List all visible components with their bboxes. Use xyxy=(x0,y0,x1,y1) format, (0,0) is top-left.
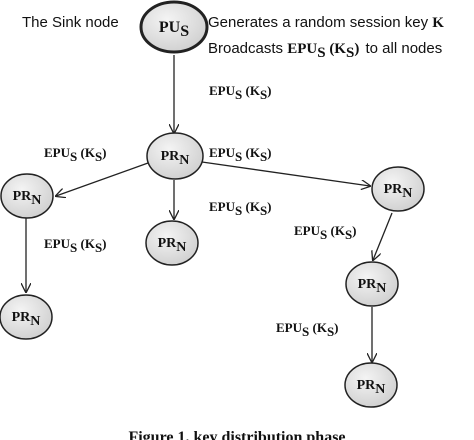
edge-label: EPUS (KS) xyxy=(209,199,272,218)
node-label: PRN xyxy=(158,236,187,255)
node-label: PRN xyxy=(358,277,387,296)
node-center: PRN xyxy=(146,132,204,180)
node-bottom-right: PRN xyxy=(344,362,398,408)
edge-right-to-mid-right xyxy=(373,212,393,260)
sink-node-title: The Sink node xyxy=(22,14,119,31)
edge-label: EPUS (KS) xyxy=(44,145,107,164)
sink-node-label: PUS xyxy=(159,19,189,40)
edge-label: EPUS (KS) xyxy=(44,236,107,255)
node-label: PRN xyxy=(12,310,41,329)
edge-label: EPUS (KS) xyxy=(294,223,357,242)
node-label: PRN xyxy=(161,149,190,168)
figure-caption: Figure 1. key distribution phase xyxy=(128,429,345,440)
node-bottom-left: PRN xyxy=(0,294,53,340)
header-line-1: Generates a random session key K xyxy=(208,14,444,31)
sink-node: PUS xyxy=(139,0,209,54)
node-bottom-center: PRN xyxy=(145,220,199,266)
node-mid-right: PRN xyxy=(345,261,399,307)
node-label: PRN xyxy=(13,189,42,208)
edge-label: EPUS (KS) xyxy=(276,320,339,339)
edge-label: EPUS (KS) xyxy=(209,145,272,164)
node-label: PRN xyxy=(357,378,386,397)
node-left: PRN xyxy=(0,173,54,219)
edge-label: EPUS (KS) xyxy=(209,83,272,102)
node-label: PRN xyxy=(384,182,413,201)
edge-center-to-left xyxy=(56,162,149,196)
header-line-2: Broadcasts EPUS (KS) to all nodes xyxy=(208,40,442,61)
node-right: PRN xyxy=(371,166,425,212)
edge-center-to-right xyxy=(201,161,370,186)
